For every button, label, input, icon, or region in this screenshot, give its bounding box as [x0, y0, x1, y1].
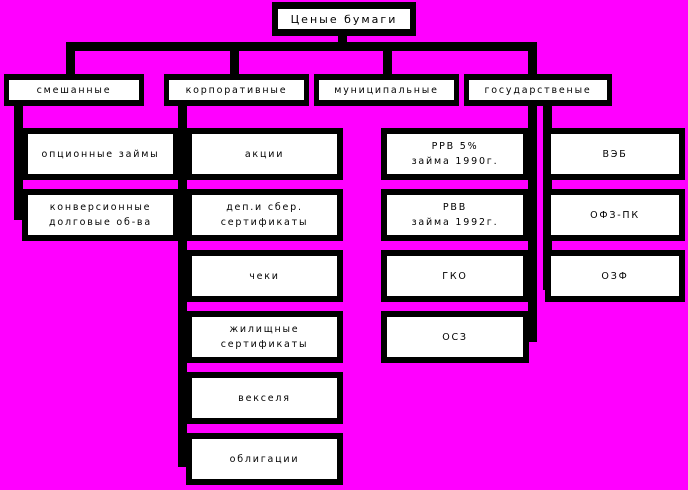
- node-mixed-2-inner: конверсионные долговые об-ва: [28, 195, 173, 235]
- node-corporate-3[interactable]: чеки: [186, 250, 343, 302]
- node-corporate-5-line1: векселя: [238, 392, 291, 404]
- node-mixed-1-line1: опционные займы: [41, 148, 160, 160]
- node-state-2-inner: ОФЗ-ПК: [551, 195, 679, 235]
- node-state-3-inner: ОЗФ: [551, 256, 679, 296]
- node-corporate-3-inner: чеки: [192, 256, 337, 296]
- node-category-state-label: государственые: [484, 84, 592, 96]
- node-corporate-1-line1: акции: [244, 148, 285, 160]
- node-state-3[interactable]: ОЗФ: [545, 250, 685, 302]
- connector-main-bus: [66, 42, 537, 51]
- node-corporate-4[interactable]: жилищные сертификаты: [186, 311, 343, 363]
- node-state-1-inner: ВЭБ: [551, 134, 679, 174]
- node-state-1[interactable]: ВЭБ: [545, 128, 685, 180]
- node-category-municipal[interactable]: муниципальные: [314, 74, 459, 106]
- node-mixed-1-inner: опционные займы: [28, 134, 173, 174]
- node-municipal-4[interactable]: ОСЗ: [381, 311, 529, 363]
- connector-spine-municipal: [528, 100, 537, 288]
- node-state-1-line1: ВЭБ: [602, 148, 628, 160]
- connector-spine-corporate: [178, 100, 187, 467]
- node-mixed-1[interactable]: опционные займы: [22, 128, 179, 180]
- connector-drop-mixed: [66, 42, 75, 74]
- node-category-mixed[interactable]: смешанные: [4, 74, 144, 106]
- node-root-label: Ценые бумаги: [290, 12, 398, 26]
- node-municipal-3-inner: ГКО: [387, 256, 523, 296]
- node-root-inner: Ценые бумаги: [278, 9, 410, 29]
- node-category-mixed-label: смешанные: [36, 84, 112, 96]
- connector-root-stem: [338, 36, 347, 46]
- connector-spine-mixed: [14, 100, 23, 220]
- node-state-2-line1: ОФЗ-ПК: [590, 209, 640, 221]
- node-category-state-inner: государственые: [469, 80, 607, 100]
- node-category-corporate-inner: корпоративные: [169, 80, 304, 100]
- node-category-municipal-label: муниципальные: [334, 84, 439, 96]
- node-municipal-3-line1: ГКО: [442, 270, 468, 282]
- node-corporate-4-inner: жилищные сертификаты: [192, 317, 337, 357]
- node-state-2[interactable]: ОФЗ-ПК: [545, 189, 685, 241]
- connector-drop-corporate: [230, 42, 239, 74]
- node-corporate-4-line1: жилищные: [229, 324, 300, 335]
- node-corporate-6-inner: облигации: [192, 439, 337, 479]
- node-municipal-1-inner: РРВ 5% займа 1990г.: [387, 134, 523, 174]
- node-mixed-2[interactable]: конверсионные долговые об-ва: [22, 189, 179, 241]
- node-category-municipal-inner: муниципальные: [319, 80, 454, 100]
- node-mixed-2-line1: конверсионные: [49, 202, 152, 213]
- node-municipal-4-line1: ОСЗ: [442, 331, 468, 343]
- node-corporate-5[interactable]: векселя: [186, 372, 343, 424]
- node-corporate-6-line1: облигации: [229, 453, 300, 465]
- node-corporate-3-line1: чеки: [249, 270, 280, 282]
- node-municipal-2-inner: РВВ займа 1992г.: [387, 195, 523, 235]
- node-municipal-3[interactable]: ГКО: [381, 250, 529, 302]
- node-corporate-2-line2: сертификаты: [220, 217, 309, 228]
- node-corporate-2[interactable]: деп.и сбер. сертификаты: [186, 189, 343, 241]
- node-corporate-2-line1: деп.и сбер.: [226, 202, 303, 213]
- node-corporate-5-inner: векселя: [192, 378, 337, 418]
- node-municipal-1-line2: займа 1990г.: [411, 156, 499, 167]
- node-category-corporate-label: корпоративные: [185, 84, 288, 96]
- node-corporate-4-line2: сертификаты: [220, 339, 309, 350]
- node-category-corporate[interactable]: корпоративные: [164, 74, 309, 106]
- node-category-mixed-inner: смешанные: [9, 80, 139, 100]
- connector-drop-municipal: [383, 42, 392, 74]
- node-municipal-2-line1: РВВ: [442, 202, 468, 213]
- node-municipal-2-line2: займа 1992г.: [411, 217, 499, 228]
- node-category-state[interactable]: государственые: [464, 74, 612, 106]
- node-municipal-4-inner: ОСЗ: [387, 317, 523, 357]
- node-root[interactable]: Ценые бумаги: [272, 2, 416, 36]
- node-municipal-1-line1: РРВ 5%: [431, 141, 479, 152]
- node-mixed-2-line2: долговые об-ва: [49, 217, 152, 228]
- node-corporate-1[interactable]: акции: [186, 128, 343, 180]
- node-corporate-2-inner: деп.и сбер. сертификаты: [192, 195, 337, 235]
- connector-spine-municipal-lower: [528, 288, 537, 342]
- connector-drop-state: [528, 42, 537, 74]
- node-corporate-6[interactable]: облигации: [186, 433, 343, 485]
- node-municipal-1[interactable]: РРВ 5% займа 1990г.: [381, 128, 529, 180]
- node-municipal-2[interactable]: РВВ займа 1992г.: [381, 189, 529, 241]
- node-corporate-1-inner: акции: [192, 134, 337, 174]
- node-state-3-line1: ОЗФ: [601, 270, 629, 282]
